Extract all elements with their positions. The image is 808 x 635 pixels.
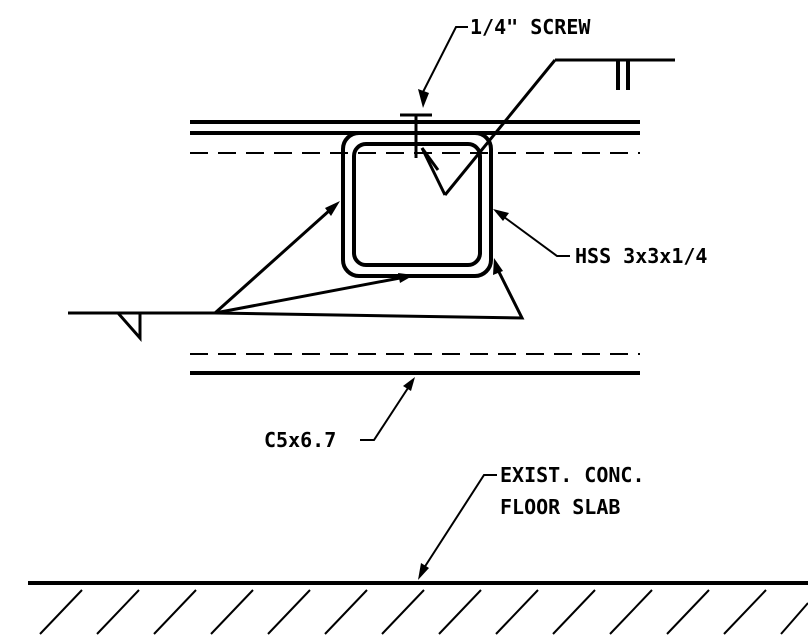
fillet-weld-symbol xyxy=(116,312,142,342)
weld-top-arrow-side-a xyxy=(420,147,447,196)
weld-arrow-2-head xyxy=(398,273,414,283)
weld-symbol-left xyxy=(68,201,525,342)
hss-label: HSS 3x3x1/4 xyxy=(575,244,707,268)
weld-arrow-3-line xyxy=(214,269,525,320)
slab-leader-arrowhead xyxy=(418,563,429,580)
screw-leader-line xyxy=(422,26,468,93)
screw xyxy=(400,113,432,158)
slab-label-line-2: FLOOR SLAB xyxy=(500,495,620,519)
weld-symbol-top xyxy=(420,58,675,196)
slab-leader xyxy=(418,474,497,580)
weld-arrow-2-line xyxy=(214,276,401,315)
hss-leader-arrowhead xyxy=(493,209,509,221)
weld-top-arrow-side-b xyxy=(420,147,440,171)
floor-slab-hatch xyxy=(39,589,808,635)
weld-top-leader xyxy=(443,59,557,196)
channel-section xyxy=(190,120,640,375)
weld-arrow-1-line xyxy=(213,208,332,315)
channel-label: C5x6.7 xyxy=(264,428,336,452)
floor-slab xyxy=(28,581,808,635)
slab-leader-line xyxy=(423,474,497,569)
channel-leader-line xyxy=(360,387,409,441)
hss-inner-wall xyxy=(352,142,482,267)
hss-leader-line xyxy=(503,216,570,257)
screw-leader xyxy=(418,26,468,108)
screw-leader-arrowhead xyxy=(418,89,429,108)
weld-arrow-1-head xyxy=(325,201,340,216)
channel-leader xyxy=(360,377,415,441)
screw-label: 1/4" SCREW xyxy=(470,15,591,39)
slab-label-line-1: EXIST. CONC. xyxy=(500,463,645,487)
weld-arrow-3-head xyxy=(493,258,503,275)
channel-leader-arrowhead xyxy=(403,377,415,391)
hss-leader xyxy=(493,209,570,257)
